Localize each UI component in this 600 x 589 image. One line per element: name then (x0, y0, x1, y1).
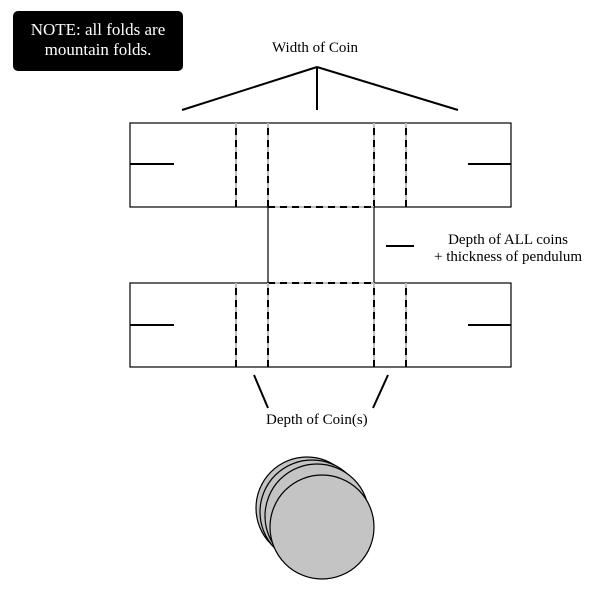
coin-front (269, 474, 375, 580)
bottom-strip-outline (129, 282, 512, 368)
bottom-strip (129, 282, 512, 368)
width-bracket-left-line (181, 66, 318, 111)
bottom-strip-fold-base (235, 283, 407, 367)
depth-of-coins-label: Depth of Coin(s) (266, 412, 368, 428)
middle-panel (267, 206, 414, 283)
bottom-strip-fold-dashes (235, 288, 407, 367)
depth-pointer-left (253, 374, 269, 409)
width-of-coin-label: Width of Coin (272, 40, 359, 56)
top-strip (129, 122, 512, 208)
top-strip-fold-base (235, 123, 407, 207)
note-box: NOTE: all folds are mountain folds. (13, 11, 183, 71)
depth-all-line-1: Depth of ALL coins (448, 232, 568, 248)
width-bracket-right-line (316, 66, 459, 111)
top-strip-outline (129, 122, 512, 208)
depth-pointer-right (372, 374, 389, 409)
depth-all-coins-label: Depth of ALL coins + thickness of pendul… (434, 232, 582, 266)
depth-all-line-2: + thickness of pendulum (434, 249, 583, 265)
width-bracket (181, 66, 459, 111)
top-strip-fold-dashes (235, 128, 407, 207)
coin-stack (255, 456, 375, 580)
note-line-1: NOTE: all folds are (30, 20, 166, 39)
depth-of-coin-pointers (253, 374, 389, 409)
note-line-2: mountain folds. (44, 40, 152, 59)
